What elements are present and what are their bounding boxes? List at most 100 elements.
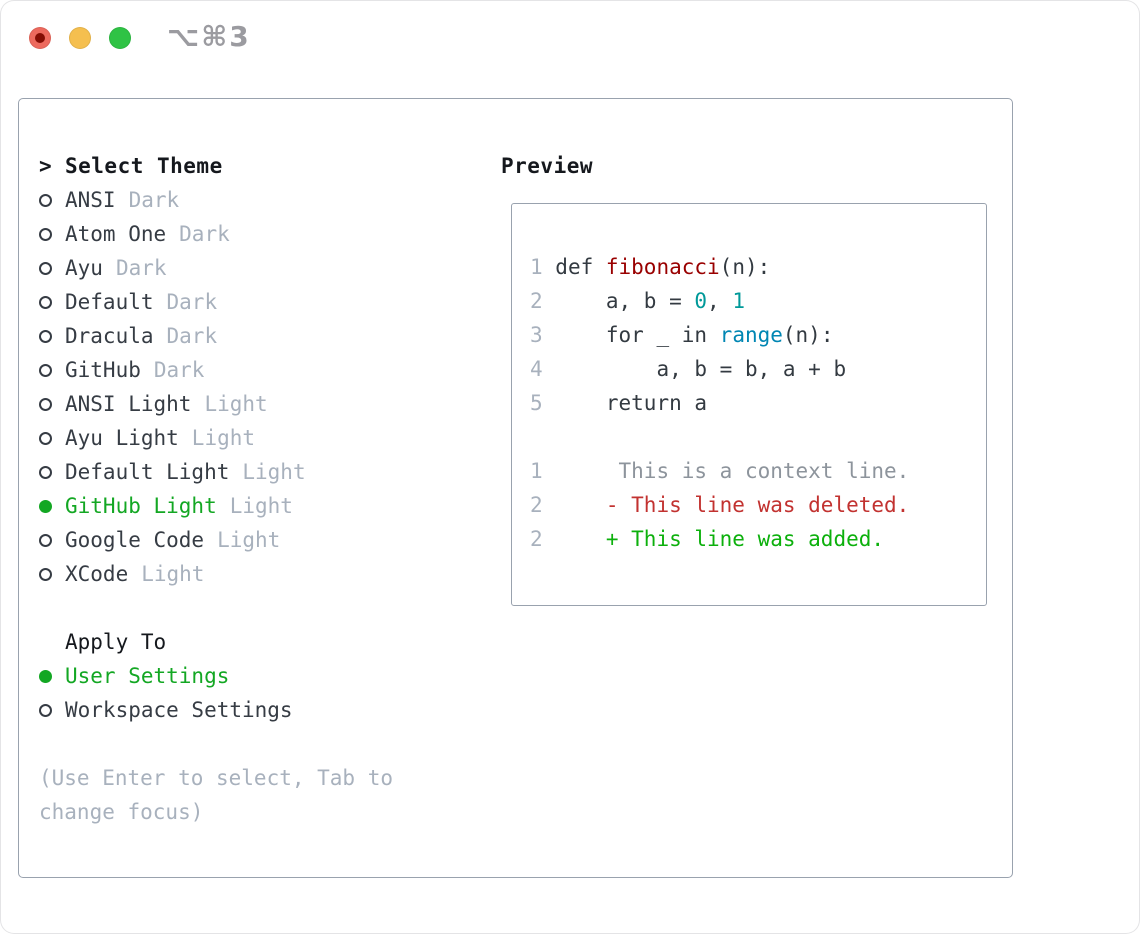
theme-option-label: Atom One (65, 222, 167, 246)
theme-option-label: GitHub Light (65, 494, 217, 518)
token-code: (n): (782, 323, 834, 347)
window-shortcut-label: ⌥⌘3 (167, 20, 251, 53)
token-ln: 2 (530, 289, 543, 313)
radio-circle (39, 329, 52, 343)
apply-to-option-workspace-settings[interactable]: Workspace Settings (39, 693, 479, 727)
theme-variant-label: Dark (179, 222, 230, 246)
radio-unselected-icon (39, 329, 65, 343)
theme-variant-label: Dark (166, 324, 218, 348)
token-del: - This line was deleted. (542, 493, 910, 517)
theme-option-label: ANSI Light (65, 392, 192, 416)
token-code: (n): (719, 255, 771, 279)
close-button[interactable] (29, 27, 51, 49)
radio-circle (39, 499, 52, 513)
titlebar: ⌥⌘3 (0, 0, 1140, 76)
radio-unselected-icon (39, 227, 65, 241)
theme-variant-label: Dark (153, 358, 205, 382)
theme-option-label: Default (65, 290, 154, 314)
radio-selected-icon (39, 499, 65, 513)
theme-variant-label: Light (242, 460, 306, 484)
code-line: 4 a, b = b, a + b (530, 352, 986, 386)
radio-unselected-icon (39, 363, 65, 377)
token-ln: 5 (530, 391, 543, 415)
code-line: 1 This is a context line. (530, 454, 986, 488)
radio-circle (39, 669, 52, 683)
radio-unselected-icon (39, 397, 65, 411)
theme-option-google-code[interactable]: Google Code Light (39, 523, 479, 557)
minimize-button[interactable] (69, 27, 91, 49)
token-ln: 3 (530, 323, 543, 347)
zoom-button[interactable] (109, 27, 131, 49)
theme-variant-label: Light (204, 392, 268, 416)
theme-option-label: Dracula (65, 324, 154, 348)
token-ln: 1 (530, 255, 543, 279)
apply-to-option-user-settings[interactable]: User Settings (39, 659, 479, 693)
token-ln: 1 (530, 459, 543, 483)
theme-option-label: Google Code (65, 528, 205, 552)
code-line (530, 420, 986, 454)
radio-circle (39, 193, 52, 207)
theme-variant-label: Dark (115, 256, 167, 280)
apply-to-header-row: Apply To (39, 625, 479, 659)
token-code: a, b = (542, 289, 695, 313)
apply-to-header: Apply To (65, 630, 167, 654)
theme-option-github-light[interactable]: GitHub Light Light (39, 489, 479, 523)
token-code: a, b = b, a + b (542, 357, 847, 381)
theme-option-github[interactable]: GitHub Dark (39, 353, 479, 387)
theme-option-label: ANSI (65, 188, 116, 212)
token-code: for _ in (542, 323, 720, 347)
preview-header: Preview (501, 154, 594, 178)
theme-option-ansi[interactable]: ANSI Dark (39, 183, 479, 217)
theme-option-xcode[interactable]: XCode Light (39, 557, 479, 591)
token-ln: 2 (530, 493, 543, 517)
radio-selected-icon (39, 669, 65, 683)
theme-variant-label: Light (217, 528, 281, 552)
radio-unselected-icon (39, 533, 65, 547)
token-ln: 2 (530, 527, 543, 551)
radio-circle (39, 533, 52, 547)
code-line: 2 - This line was deleted. (530, 488, 986, 522)
token-code: def (542, 255, 606, 279)
token-fn: fibonacci (605, 255, 720, 279)
radio-circle (39, 295, 52, 309)
theme-option-label: XCode (65, 562, 129, 586)
radio-unselected-icon (39, 567, 65, 581)
radio-circle (39, 261, 52, 275)
token-code: return a (542, 391, 708, 415)
code-line: 2 + This line was added. (530, 522, 986, 556)
token-code: , (707, 289, 733, 313)
select-theme-header-row: > Select Theme (39, 149, 479, 183)
theme-option-dracula[interactable]: Dracula Dark (39, 319, 479, 353)
token-num: 1 (732, 289, 745, 313)
code-line: 3 for _ in range(n): (530, 318, 986, 352)
theme-variant-label: Light (191, 426, 256, 450)
theme-variant-label: Dark (128, 188, 180, 212)
radio-unselected-icon (39, 431, 65, 445)
radio-unselected-icon (39, 261, 65, 275)
theme-option-label: GitHub (65, 358, 141, 382)
theme-option-ansi-light[interactable]: ANSI Light Light (39, 387, 479, 421)
token-ctx: This is a context line. (542, 459, 910, 483)
theme-variant-label: Light (229, 494, 293, 518)
theme-variant-label: Light (141, 562, 205, 586)
theme-variant-label: Dark (166, 290, 218, 314)
select-theme-header: Select Theme (65, 154, 223, 178)
apply-to-option-label: User Settings (65, 664, 230, 688)
radio-unselected-icon (39, 703, 65, 717)
theme-option-default-light[interactable]: Default Light Light (39, 455, 479, 489)
theme-option-atom-one[interactable]: Atom One Dark (39, 217, 479, 251)
selection-cursor: > (39, 154, 52, 178)
theme-option-default[interactable]: Default Dark (39, 285, 479, 319)
unsaved-changes-dot-icon (35, 33, 45, 43)
radio-circle (39, 465, 52, 479)
token-add: + This line was added. (542, 527, 885, 551)
theme-option-label: Default Light (65, 460, 230, 484)
